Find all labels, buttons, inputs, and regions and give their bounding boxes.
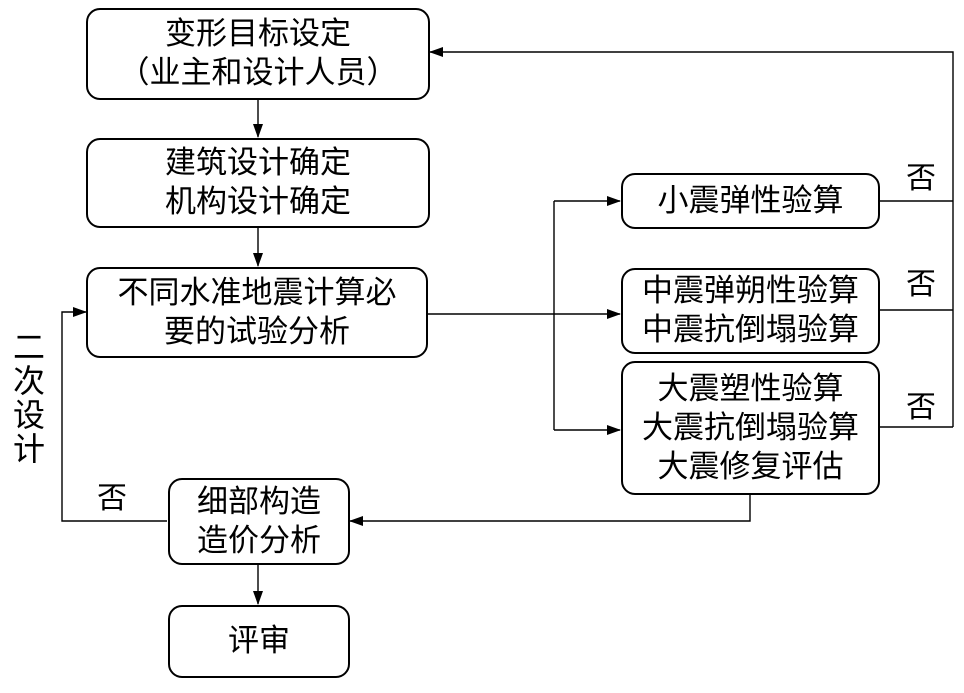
detail-cost-box: 细部构造 造价分析 [168, 478, 350, 565]
large-quake-line-1: 大震塑性验算 [657, 370, 844, 407]
medium-quake-box: 中震弹朔性验算 中震抗倒塌验算 [621, 268, 880, 354]
large-quake-line-2: 大震抗倒塌验算 [642, 409, 859, 446]
arrow-large-to-detail [349, 495, 751, 526]
goal-setting-line-1: 变形目标设定 [165, 16, 351, 52]
small-quake-box: 小震弹性验算 [621, 173, 880, 229]
analysis-box: 不同水准地震计算必 要的试验分析 [86, 267, 428, 358]
design-confirm-line-2: 机构设计确定 [165, 184, 351, 220]
detail-cost-line-2: 造价分析 [197, 522, 321, 559]
feedback-to-goal [429, 47, 954, 427]
redesign-label: 二 次 设 计 [12, 330, 46, 466]
small-quake-line-1: 小震弹性验算 [657, 182, 844, 219]
design-confirm-line-1: 建筑设计确定 [165, 145, 351, 181]
design-confirm-box: 建筑设计确定 机构设计确定 [86, 138, 430, 228]
no-label-detail: 否 [97, 481, 127, 516]
redesign-char-2: 次 [12, 362, 45, 400]
review-box: 评审 [168, 605, 350, 678]
analysis-line-1: 不同水准地震计算必 [117, 274, 397, 311]
goal-setting-box: 变形目标设定 （业主和设计人员） [86, 8, 430, 100]
review-line-1: 评审 [228, 623, 290, 659]
medium-quake-line-1: 中震弹朔性验算 [642, 273, 859, 309]
redesign-char-3: 设 [12, 396, 45, 434]
detail-cost-line-1: 细部构造 [197, 483, 321, 520]
analysis-line-2: 要的试验分析 [164, 313, 350, 350]
goal-setting-line-2: （业主和设计人员） [118, 55, 398, 91]
no-label-medium: 否 [906, 267, 936, 302]
medium-quake-line-2: 中震抗倒塌验算 [642, 312, 859, 348]
large-quake-box: 大震塑性验算 大震抗倒塌验算 大震修复评估 [621, 361, 880, 495]
redesign-char-4: 计 [12, 430, 45, 468]
large-quake-line-3: 大震修复评估 [657, 448, 844, 485]
redesign-char-1: 二 [12, 328, 45, 366]
no-label-large: 否 [906, 390, 936, 425]
redesign-loop [61, 307, 167, 522]
no-label-small: 否 [906, 161, 936, 196]
